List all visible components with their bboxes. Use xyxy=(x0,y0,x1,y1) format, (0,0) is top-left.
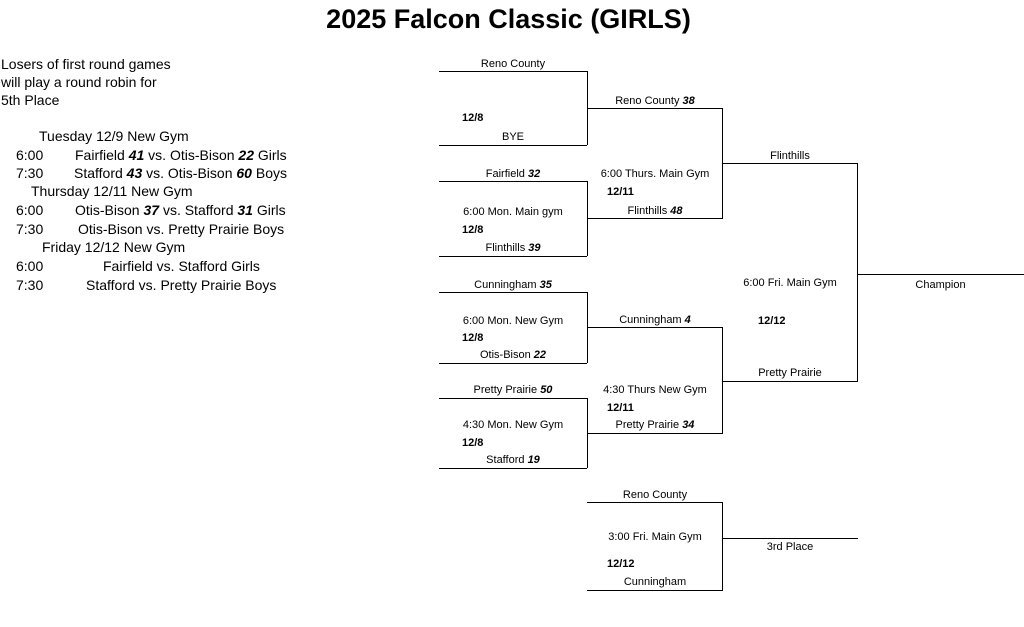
bracket-team: Cunningham 4 xyxy=(619,314,691,326)
bracket-team: Reno County 38 xyxy=(615,95,695,107)
game-date: 12/8 xyxy=(462,437,484,449)
bracket-team: BYE xyxy=(501,131,524,143)
bracket-team: Cunningham 35 xyxy=(474,279,552,291)
bracket-team: Flinthills xyxy=(770,150,810,162)
game-info: 4:30 Thurs New Gym xyxy=(603,384,707,396)
game-date: 12/8 xyxy=(462,112,484,124)
bracket-team: Pretty Prairie xyxy=(758,367,822,379)
game-date: 12/11 xyxy=(607,186,634,198)
third-place-label: 3rd Place xyxy=(766,541,814,553)
note-line-3: 5th Place xyxy=(1,92,60,108)
game-time: 7:30 xyxy=(16,277,44,293)
game-date: 12/11 xyxy=(607,402,634,414)
game-date: 12/12 xyxy=(758,315,786,327)
game-line: Fairfield 41 vs. Otis-Bison 22 Girls xyxy=(75,147,287,163)
bracket-team: Flinthills 39 xyxy=(485,242,541,254)
bracket-team: Pretty Prairie 34 xyxy=(615,419,695,431)
game-line: Stafford 43 vs. Otis-Bison 60 Boys xyxy=(74,165,287,181)
schedule-day-friday: Friday 12/12 New Gym xyxy=(42,239,186,255)
game-info: 3:00 Fri. Main Gym xyxy=(608,531,702,543)
game-info: 4:30 Mon. New Gym xyxy=(462,419,564,431)
bracket-team: Reno County xyxy=(622,489,688,501)
note-line-1: Losers of first round games xyxy=(1,56,171,72)
bracket-team: Stafford 19 xyxy=(486,454,540,466)
schedule-day-tuesday: Tuesday 12/9 New Gym xyxy=(39,128,189,144)
champion-label: Champion xyxy=(915,279,966,291)
game-date: 12/8 xyxy=(462,224,484,236)
game-time: 7:30 xyxy=(16,221,44,237)
bracket-team: Cunningham xyxy=(623,576,687,588)
game-time: 6:00 xyxy=(16,202,44,218)
bracket-team: Reno County xyxy=(480,58,546,70)
game-info: 6:00 Fri. Main Gym xyxy=(743,277,837,289)
bracket-team: Pretty Prairie 50 xyxy=(473,384,553,396)
game-info: 6:00 Mon. Main gym xyxy=(463,206,563,218)
bracket-team: Otis-Bison 22 xyxy=(479,349,547,361)
game-line: Otis-Bison 37 vs. Stafford 31 Girls xyxy=(75,202,286,218)
game-info: 6:00 Mon. New Gym xyxy=(462,315,564,327)
bracket-team: Fairfield 32 xyxy=(485,168,541,180)
game-info: 6:00 Thurs. Main Gym xyxy=(600,168,710,180)
game-line: Stafford vs. Pretty Prairie Boys xyxy=(86,277,277,293)
game-date: 12/8 xyxy=(462,332,484,344)
game-date: 12/12 xyxy=(607,558,635,570)
page-title: 2025 Falcon Classic (GIRLS) xyxy=(326,4,691,34)
note-line-2: will play a round robin for xyxy=(1,74,157,90)
schedule-day-thursday: Thursday 12/11 New Gym xyxy=(31,183,193,199)
bracket-team: Flinthills 48 xyxy=(627,205,683,217)
game-time: 6:00 xyxy=(16,147,44,163)
game-time: 6:00 xyxy=(16,258,44,274)
game-time: 7:30 xyxy=(16,165,44,181)
game-line: Fairfield vs. Stafford Girls xyxy=(103,258,260,274)
game-line: Otis-Bison vs. Pretty Prairie Boys xyxy=(78,221,285,237)
